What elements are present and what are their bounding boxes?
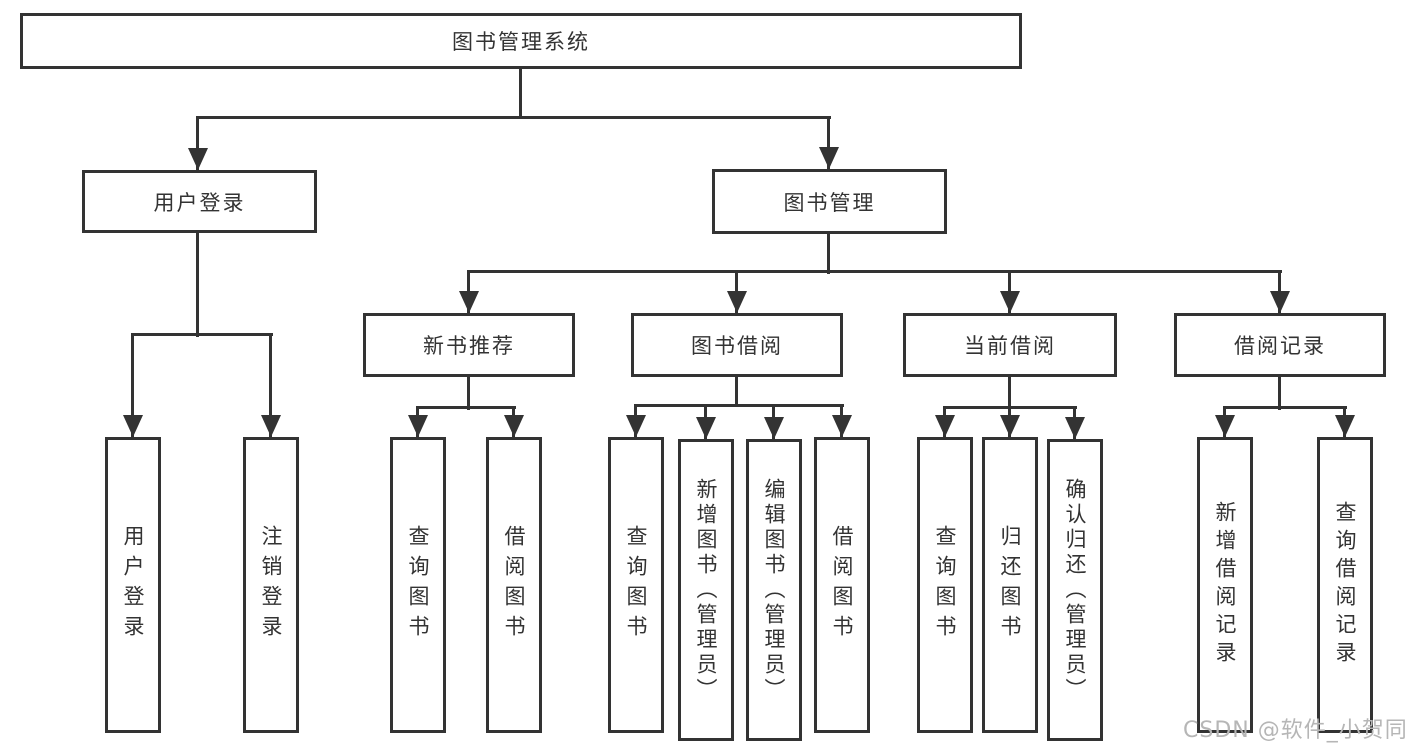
node-book-management: 图书管理 (712, 169, 947, 234)
arrow-down-icon (459, 291, 479, 313)
arrow-down-icon (504, 415, 524, 437)
arrow-down-icon (1270, 291, 1290, 313)
leaf-query-books: 查询图书 (390, 437, 446, 733)
leaf-edit-books-admin: 编辑图书（管理员） (746, 439, 802, 741)
connector-line (467, 377, 470, 410)
arrow-down-icon (1000, 291, 1020, 313)
arrow-down-icon (696, 417, 716, 439)
connector-line (196, 233, 199, 337)
arrow-down-icon (626, 415, 646, 437)
leaf-query-books-2: 查询图书 (608, 437, 664, 733)
connector-line (416, 406, 516, 409)
connector-line (827, 234, 830, 274)
connector-line (634, 404, 844, 407)
arrow-down-icon (935, 415, 955, 437)
leaf-return-books: 归还图书 (982, 437, 1038, 733)
leaf-add-books-admin: 新增图书（管理员） (678, 439, 734, 741)
connector-line (269, 333, 272, 437)
leaf-logout: 注销登录 (243, 437, 299, 733)
node-current-borrow: 当前借阅 (903, 313, 1117, 377)
connector-line (131, 333, 134, 437)
connector-line (519, 69, 522, 118)
connector-line (196, 116, 199, 170)
arrow-down-icon (408, 415, 428, 437)
arrow-down-icon (1335, 415, 1355, 437)
leaf-borrow-books-2: 借阅图书 (814, 437, 870, 733)
arrow-down-icon (188, 148, 208, 170)
connector-line (196, 116, 831, 119)
leaf-query-books-3: 查询图书 (917, 437, 973, 733)
node-root: 图书管理系统 (20, 13, 1022, 69)
leaf-add-borrow-record: 新增借阅记录 (1197, 437, 1253, 733)
arrow-down-icon (1065, 417, 1085, 439)
arrow-down-icon (1000, 415, 1020, 437)
connector-line (1223, 406, 1347, 409)
connector-line (1278, 377, 1281, 410)
arrow-down-icon (832, 415, 852, 437)
leaf-borrow-books: 借阅图书 (486, 437, 542, 733)
connector-line (827, 116, 830, 169)
node-book-borrow: 图书借阅 (631, 313, 843, 377)
node-user-login: 用户登录 (82, 170, 317, 233)
node-borrow-records: 借阅记录 (1174, 313, 1386, 377)
arrow-down-icon (261, 415, 281, 437)
connector-line (467, 270, 1282, 273)
leaf-query-borrow-record: 查询借阅记录 (1317, 437, 1373, 733)
watermark: CSDN @软件_小贺同学 (1183, 718, 1405, 743)
connector-line (735, 377, 738, 407)
arrow-down-icon (764, 417, 784, 439)
arrow-down-icon (123, 415, 143, 437)
node-new-book-recommend: 新书推荐 (363, 313, 575, 377)
connector-line (1008, 377, 1011, 410)
arrow-down-icon (819, 147, 839, 169)
connector-line (131, 333, 273, 336)
arrow-down-icon (1215, 415, 1235, 437)
leaf-confirm-return-admin: 确认归还（管理员） (1047, 439, 1103, 741)
leaf-user-login: 用户登录 (105, 437, 161, 733)
arrow-down-icon (727, 291, 747, 313)
